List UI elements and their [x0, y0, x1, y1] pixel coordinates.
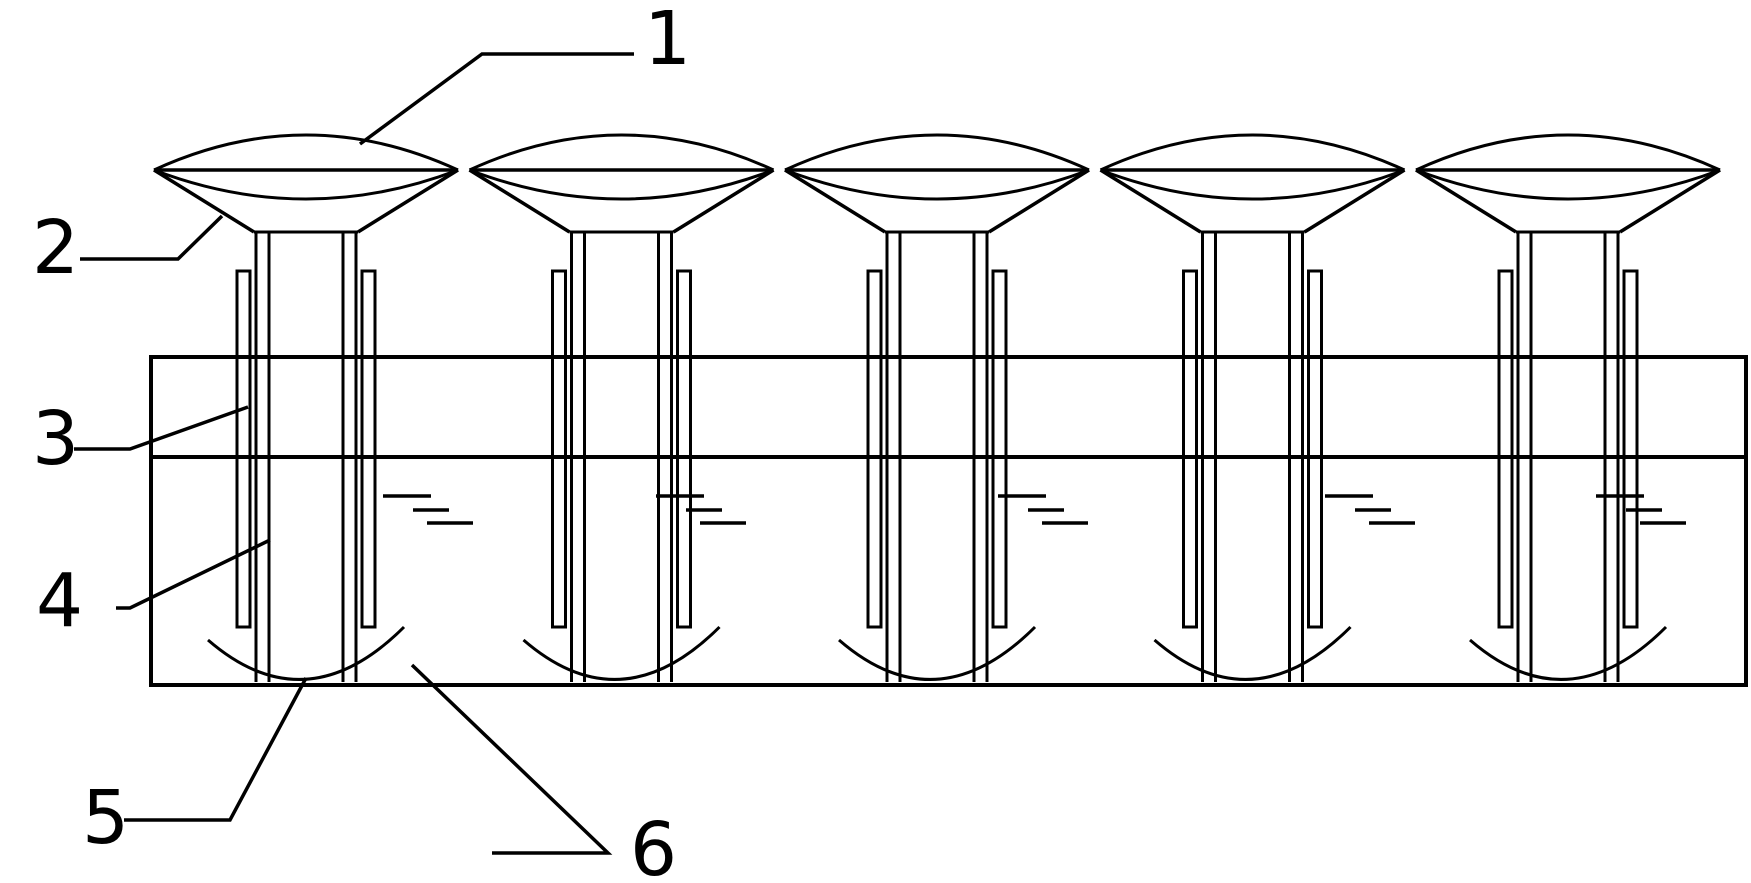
- water-level-mark: [1325, 494, 1415, 525]
- units: [153, 133, 1721, 682]
- funnel-left-edge: [153, 168, 255, 234]
- callout-6: 6: [410, 663, 677, 883]
- water-level-mark: [1596, 494, 1686, 525]
- float-bottom-arc: [1099, 168, 1406, 201]
- float-top-arc: [468, 133, 775, 172]
- unit: [153, 133, 459, 682]
- callout-number: 5: [82, 775, 129, 861]
- funnel-right-edge: [357, 168, 459, 234]
- tank-outline: [149, 355, 1748, 687]
- funnel-right-edge: [988, 168, 1090, 234]
- water-level-mark: [656, 494, 746, 525]
- callout-number: 3: [32, 396, 79, 482]
- support-plate-right: [1307, 269, 1323, 629]
- support-plate-left: [1182, 269, 1198, 629]
- support-plate-right: [360, 269, 377, 629]
- funnel-left-edge: [1415, 168, 1517, 234]
- support-plate-left: [551, 269, 567, 629]
- funnel-right-edge: [672, 168, 775, 234]
- leader-line: [74, 405, 249, 451]
- funnel-right-edge: [1303, 168, 1406, 234]
- support-plate-right: [991, 269, 1008, 629]
- funnel-left-edge: [784, 168, 886, 234]
- callout-number: 1: [644, 0, 691, 82]
- callout-4: 4: [36, 538, 271, 644]
- funnel-left-edge: [468, 168, 571, 234]
- bottom-arc: [207, 625, 406, 681]
- callout-2: 2: [32, 205, 224, 291]
- float-bottom-arc: [1415, 168, 1721, 201]
- support-plate-left: [235, 269, 252, 629]
- callout-number: 6: [630, 807, 677, 883]
- leader-line: [124, 677, 308, 822]
- water-level-mark: [383, 494, 473, 525]
- float-top-arc: [784, 133, 1090, 172]
- callout-number: 2: [32, 205, 79, 291]
- unit: [1099, 133, 1406, 682]
- callouts: 1 2 3 4 5 6: [32, 0, 691, 883]
- float-top-arc: [153, 133, 459, 172]
- funnel-right-edge: [1619, 168, 1721, 234]
- callout-1: 1: [358, 0, 691, 146]
- leader-line: [116, 538, 271, 610]
- water-level-mark: [998, 494, 1088, 525]
- float-top-arc: [1415, 133, 1721, 172]
- leader-line: [358, 52, 634, 146]
- unit: [468, 133, 775, 682]
- support-plate-left: [866, 269, 883, 629]
- callout-number: 4: [36, 558, 83, 644]
- bottom-arc: [838, 625, 1037, 681]
- support-plate-right: [676, 269, 692, 629]
- unit: [1415, 133, 1721, 682]
- funnel-left-edge: [1099, 168, 1202, 234]
- tank: [149, 355, 1748, 687]
- unit: [784, 133, 1090, 682]
- callout-3: 3: [32, 396, 249, 482]
- bottom-arc: [1469, 625, 1668, 681]
- leader-line: [410, 663, 613, 855]
- bottom-arc: [1153, 625, 1352, 681]
- float-bottom-arc: [153, 168, 459, 201]
- leader-line: [80, 214, 224, 261]
- support-plate-left: [1497, 269, 1514, 629]
- support-plate-right: [1622, 269, 1639, 629]
- float-bottom-arc: [468, 168, 775, 201]
- float-top-arc: [1099, 133, 1406, 172]
- float-bottom-arc: [784, 168, 1090, 201]
- bottom-arc: [522, 625, 721, 681]
- callout-5: 5: [82, 677, 308, 861]
